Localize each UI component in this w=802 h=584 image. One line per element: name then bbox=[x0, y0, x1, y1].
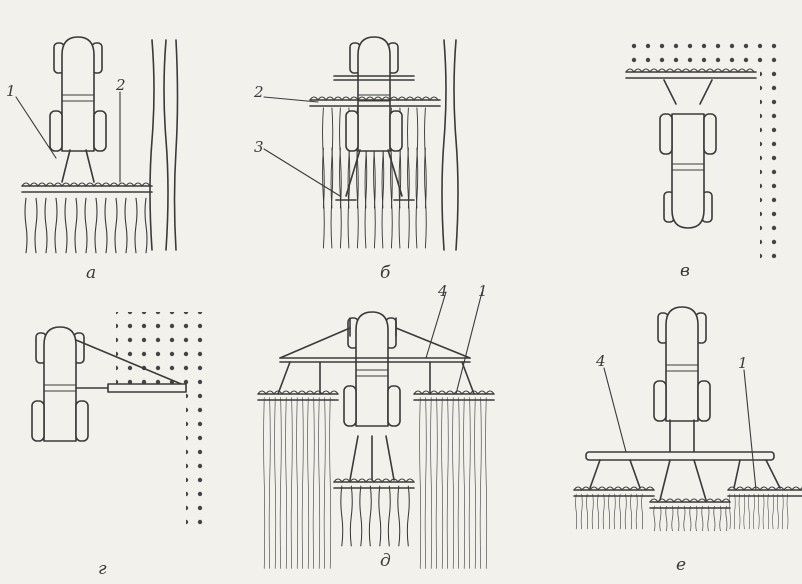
panel-e: 4 1 е bbox=[573, 306, 802, 575]
panel-g: г bbox=[31, 312, 208, 579]
callout-4-d: 4 bbox=[437, 282, 448, 300]
panel-b: 2 3 б bbox=[253, 36, 459, 283]
callout-1-d: 1 bbox=[478, 282, 488, 300]
harrow-a bbox=[21, 182, 153, 193]
callout-4-e: 4 bbox=[595, 352, 606, 370]
tractor-a bbox=[49, 36, 107, 152]
callout-3-b: 3 bbox=[254, 138, 264, 156]
field-edge-a bbox=[149, 39, 179, 251]
panel-v: в bbox=[625, 36, 784, 281]
harrow-g bbox=[107, 383, 187, 393]
tractor-b bbox=[345, 36, 403, 152]
harrow-v bbox=[625, 68, 757, 79]
tractor-d bbox=[343, 311, 401, 427]
tractor-v bbox=[659, 113, 717, 229]
furrows-d-center bbox=[340, 485, 410, 547]
dotted-field-side-v bbox=[760, 66, 784, 262]
dotted-field-side-g bbox=[186, 390, 208, 530]
beam-e bbox=[585, 451, 775, 461]
dotted-field-top-g bbox=[116, 312, 208, 390]
caption-v: в bbox=[680, 261, 690, 281]
panel-d: 4 1 д bbox=[257, 282, 495, 571]
callout-1-e: 1 bbox=[738, 354, 748, 372]
harrow-d-center bbox=[333, 478, 415, 489]
dotted-field-top-v bbox=[626, 36, 782, 66]
caption-a: а bbox=[86, 263, 96, 283]
caption-g: г bbox=[98, 559, 107, 579]
leader-2-b bbox=[263, 96, 319, 103]
hitch-line-g bbox=[75, 339, 187, 387]
callout-1-a: 1 bbox=[6, 82, 16, 100]
furrows-d-left bbox=[262, 397, 332, 569]
field-edge-b bbox=[441, 39, 459, 251]
caption-b: б bbox=[380, 263, 391, 283]
caption-e: е bbox=[676, 555, 686, 575]
furrows-e-right bbox=[729, 493, 789, 530]
furrows-d-right bbox=[418, 397, 488, 569]
leader-4-d bbox=[425, 291, 447, 359]
furrows-a bbox=[24, 197, 148, 254]
leader-1-e bbox=[743, 369, 757, 491]
hitch-a bbox=[61, 149, 71, 183]
leader-4-e bbox=[603, 367, 627, 453]
leader-3-b bbox=[263, 148, 341, 197]
callout-2-b: 2 bbox=[253, 83, 264, 101]
panel-a: 1 2 а bbox=[6, 36, 179, 283]
tractor-g bbox=[31, 326, 89, 442]
tractor-e bbox=[653, 306, 711, 422]
leader-1-d bbox=[455, 291, 483, 395]
leader-1-a bbox=[15, 96, 57, 159]
furrows-e-center bbox=[653, 505, 728, 532]
callout-2-a: 2 bbox=[115, 76, 126, 94]
furrows-e-left bbox=[575, 493, 644, 530]
harrow-e-right bbox=[727, 486, 802, 497]
caption-d: д bbox=[380, 551, 391, 571]
